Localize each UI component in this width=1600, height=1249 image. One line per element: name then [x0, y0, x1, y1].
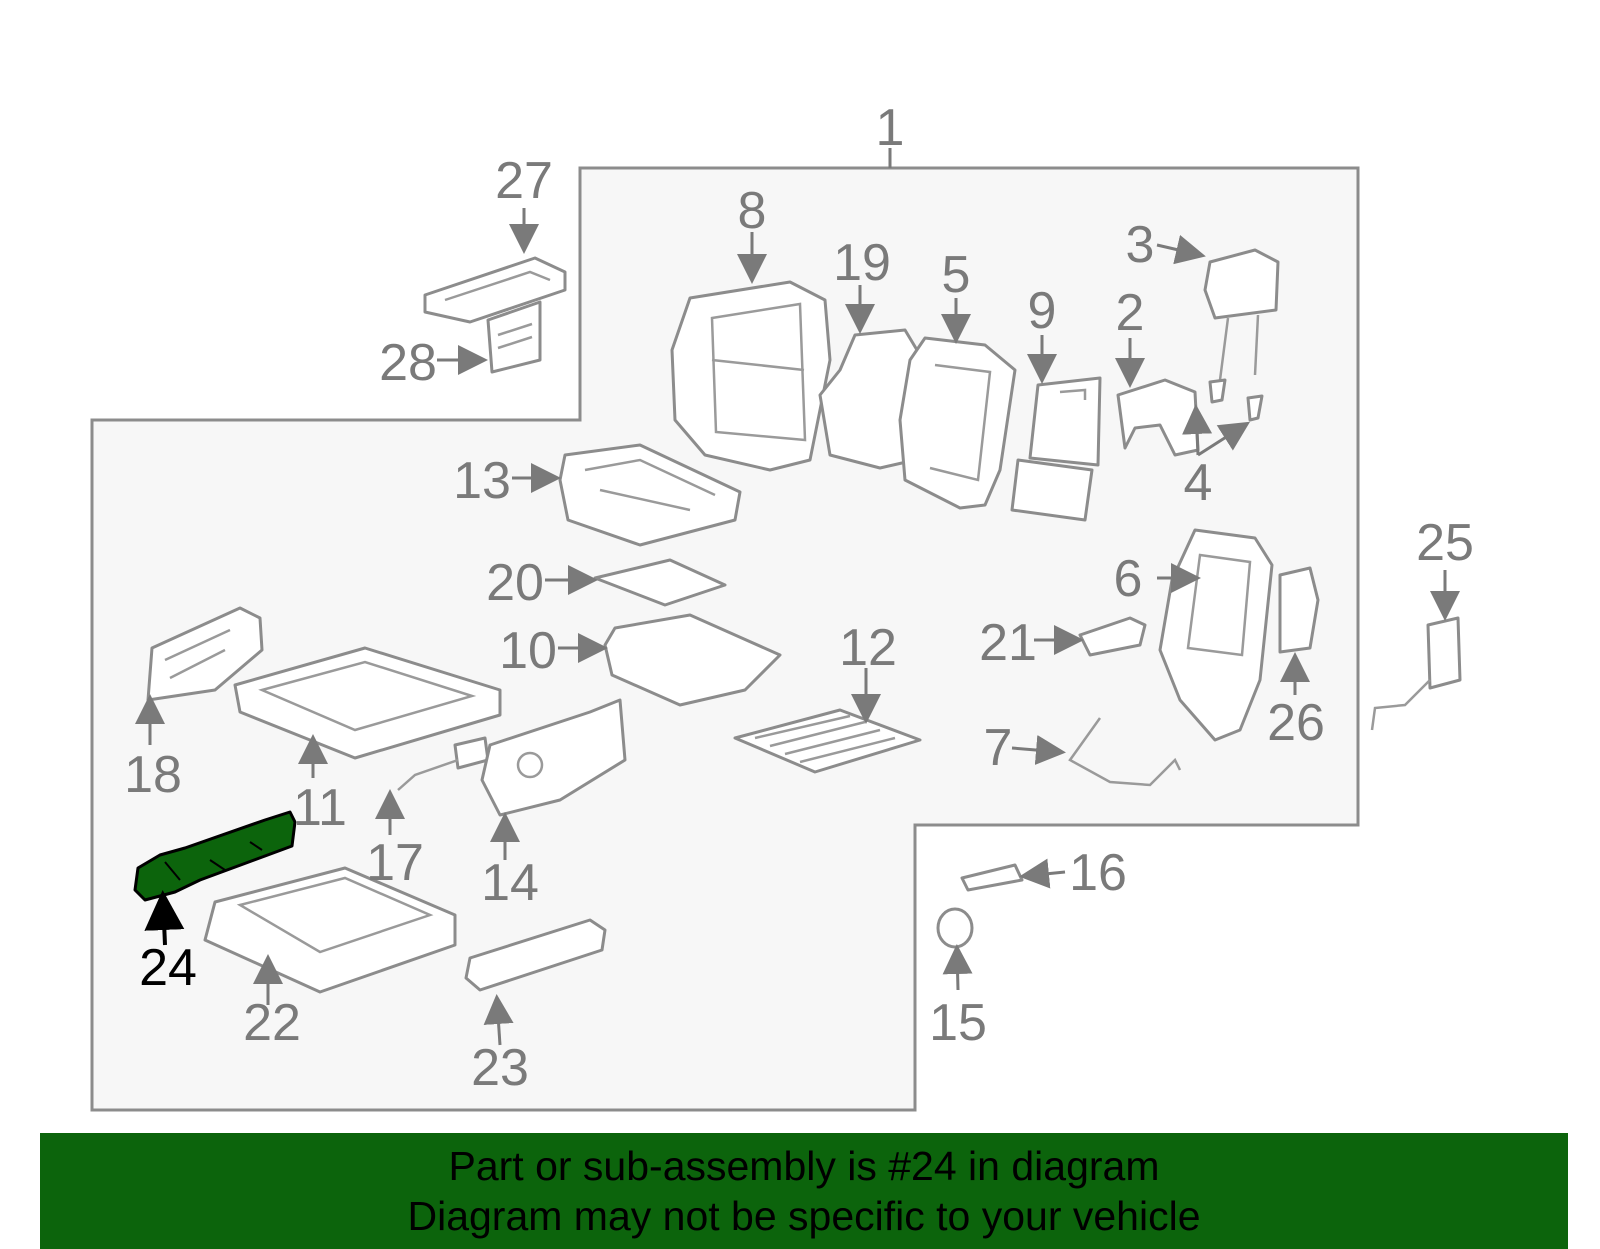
- banner-line-disclaimer: Diagram may not be specific to your vehi…: [407, 1193, 1201, 1239]
- callout-9: 9: [1028, 282, 1057, 340]
- wire-harness-part: [1068, 717, 1182, 787]
- seat-frame-part: [233, 646, 502, 760]
- headrest-part: [1203, 248, 1280, 381]
- callout-6: 6: [1114, 550, 1143, 608]
- callout-18: 18: [124, 746, 182, 804]
- recliner-cover-part: [1078, 616, 1147, 657]
- callout-15: 15: [929, 994, 987, 1052]
- banner-line-part-number: Part or sub-assembly is #24 in diagram: [448, 1143, 1160, 1189]
- headrest-guide-part: [1208, 378, 1264, 422]
- armrest-part: [423, 256, 567, 374]
- callout-13: 13: [453, 452, 511, 510]
- callout-7: 7: [984, 719, 1013, 777]
- heater-pad-part: [593, 558, 727, 607]
- callout-14: 14: [481, 854, 539, 912]
- side-panel-part: [1278, 566, 1320, 654]
- callout-5: 5: [942, 246, 971, 304]
- callout-21: 21: [979, 614, 1037, 672]
- callout-25: 25: [1416, 514, 1474, 572]
- callout-11: 11: [293, 779, 347, 837]
- airbag-module-part: [1370, 616, 1462, 731]
- callout-28: 28: [379, 334, 437, 392]
- callout-3: 3: [1126, 216, 1155, 274]
- spring-mat-part: [733, 708, 922, 774]
- callout-2: 2: [1116, 284, 1145, 342]
- callout-12: 12: [839, 619, 897, 677]
- seat-cushion-part: [558, 443, 742, 547]
- seat-back-cushion-part: [670, 280, 832, 472]
- callout-19: 19: [833, 234, 891, 292]
- callout-24: 24: [139, 939, 197, 997]
- back-panel-part: [1010, 376, 1102, 522]
- headrest-cover-part: [1116, 378, 1200, 457]
- back-cover-part: [898, 336, 1017, 510]
- callout-17: 17: [366, 834, 424, 892]
- back-pad-part: [818, 328, 922, 470]
- callout-23: 23: [471, 1039, 529, 1097]
- callout-20: 20: [486, 554, 544, 612]
- callout-27: 27: [495, 152, 553, 210]
- connector-part: [397, 736, 490, 791]
- info-banner: Part or sub-assembly is #24 in diagram D…: [40, 1133, 1568, 1249]
- callout-10: 10: [499, 622, 557, 680]
- callout-22: 22: [243, 994, 301, 1052]
- callout-8: 8: [738, 182, 767, 240]
- callout-4: 4: [1184, 454, 1213, 512]
- callout-16: 16: [1069, 844, 1127, 902]
- callout-1: 1: [876, 99, 905, 157]
- side-trim-part: [480, 698, 627, 817]
- clip-part: [960, 863, 1024, 892]
- callout-26: 26: [1267, 694, 1325, 752]
- cap-part: [936, 907, 974, 949]
- seat-parts-diagram: 1 2 3 4 5 6 7 8 9 10 11 12 13 14 15 16 1…: [90, 99, 1474, 1112]
- adjuster-cover-part: [464, 918, 607, 992]
